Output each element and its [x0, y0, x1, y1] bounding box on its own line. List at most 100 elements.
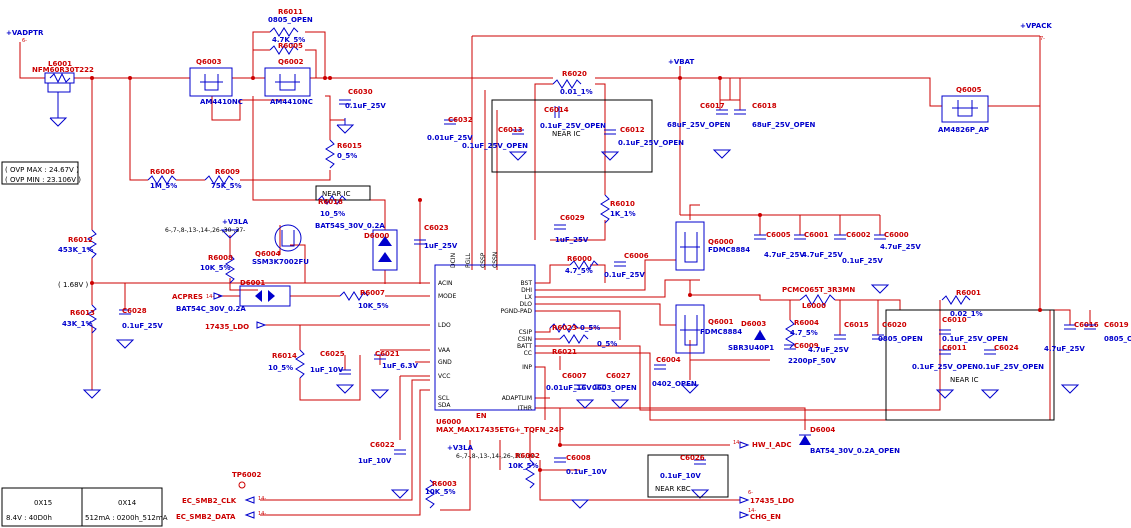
ic-pin-label: BATT: [517, 343, 532, 350]
svg-text:BAT54S_30V_0.2A: BAT54S_30V_0.2A: [315, 222, 385, 230]
diode-d6004: D6004 BAT54_30V_0.2A_OPEN: [799, 426, 900, 455]
component-ref: C6009: [794, 342, 819, 350]
ovp-max: ( OVP MAX : 24.67V ): [5, 166, 79, 174]
resistor-symbol: [339, 291, 369, 301]
component-value: 0.01_1%: [560, 88, 593, 96]
component-value: 0.1uF_25V: [122, 322, 163, 330]
mosfet-q6005: Q6005 AM4826P_AP: [938, 86, 989, 134]
net-v3la-refs: 6-,7-,8-,13-,14-,26-,30-,37-: [456, 453, 536, 460]
svg-text:L6000: L6000: [802, 302, 826, 310]
svg-text:D6004: D6004: [810, 426, 835, 434]
component-value: 0.1uF_25V_OPEN: [942, 335, 1008, 343]
component-ref: R6000: [567, 255, 592, 263]
component-ref: C6004: [656, 356, 681, 364]
resistor-symbol: [325, 139, 335, 169]
ic-pin-label: GND: [438, 359, 452, 366]
component-ref: R6020: [562, 70, 587, 78]
component-ref: C6018: [752, 102, 777, 110]
capacitor-c6025: C6025 1uF_10V: [310, 350, 351, 375]
component-value: 4.7_5%: [790, 329, 818, 337]
component-value: 10_5%: [320, 210, 345, 218]
flag-arrow-icon: [256, 321, 267, 329]
table-head: 0X15: [34, 499, 52, 507]
ground-icon: [49, 110, 68, 127]
resistor-symbol: [269, 45, 299, 55]
net-v3la: +V3LA: [222, 218, 249, 226]
ic-pin-label: BST: [521, 280, 533, 287]
component-value: 4.7uF_25V: [764, 251, 805, 259]
ground-icon: [335, 384, 355, 394]
ic-pin-label: VCC: [438, 373, 450, 380]
svg-text:6-: 6-: [22, 38, 27, 44]
ic-pin-label: SDA: [438, 402, 451, 409]
svg-text:D6000: D6000: [364, 232, 389, 240]
ic-pin-label: ADAPTLIM: [502, 395, 532, 402]
component-ref: C6022: [370, 441, 395, 449]
component-value: 0.01uF_16V: [546, 384, 592, 392]
ground-icon: [935, 389, 955, 399]
ground-icon: [680, 384, 700, 394]
resistor-symbol: [87, 229, 97, 259]
svg-text:14-: 14-: [258, 511, 266, 517]
component-value: 43K_1%: [62, 320, 93, 328]
component-value: 4.7uF_25V: [1044, 345, 1085, 353]
component-ref: C6000: [884, 231, 909, 239]
net-smb-clk: EC_SMB2_CLK: [182, 497, 237, 505]
component-value: 1uF_25V: [424, 242, 458, 250]
ic-part-name: MAX_MAX17435ETG+_TQFN_24P: [436, 426, 564, 434]
component-ref: C6029: [560, 214, 585, 222]
component-value: 0805_OPEN: [1104, 335, 1131, 343]
net-ldo: 17435_LDO: [205, 323, 249, 331]
component-ref: C6023: [424, 224, 449, 232]
component-ref: C6019: [1104, 321, 1129, 329]
component-ref: C6007: [562, 372, 587, 380]
resistor-symbol: [147, 175, 177, 185]
resistor-symbol: [425, 479, 435, 509]
component-ref: C6025: [320, 350, 345, 358]
component-value: 0.01uF_25V: [427, 134, 473, 142]
svg-text:Q6004: Q6004: [255, 250, 281, 258]
component-ref: R6010: [610, 200, 635, 208]
net-vbat: +VBAT: [668, 58, 694, 66]
component-value: 0.1uF_25V: [345, 102, 386, 110]
component-value: 68uF_25V_OPEN: [667, 121, 731, 129]
ic-pin-label: CSIP: [519, 329, 533, 336]
svg-text:FDMC8884: FDMC8884: [700, 328, 742, 336]
near-ic-box: [491, 99, 653, 173]
component-value: 1uF_10V: [310, 366, 344, 374]
ground-icon: [870, 284, 890, 294]
ground-icon: [1060, 384, 1080, 394]
component-value: 0_5%: [580, 324, 600, 332]
svg-text:L6001: L6001: [48, 60, 72, 68]
capacitor-c6019: C6019 0805_OPEN: [1084, 321, 1131, 343]
inductor-l6000: PCMC065T_3R3MN L6000: [782, 286, 855, 310]
ovp-box: ( OVP MAX : 24.67V ) ( OVP MIN : 23.106V…: [1, 161, 81, 185]
component-ref: C6028: [122, 307, 147, 315]
component-value: 0.1uF_25V: [604, 271, 645, 279]
component-value: 0.1uF_25V_OPEN: [462, 142, 528, 150]
diode-d6003: D6003 SBR3U40P1: [728, 320, 774, 352]
flag-arrow-icon: [739, 441, 750, 449]
net-labels: +VADPTR 6- +VPACK 7- +VBAT +V3LA 6-,7-,8…: [6, 22, 1052, 521]
component-ref: C6012: [620, 126, 645, 134]
component-ref: R6018: [318, 198, 343, 206]
ground-icon: [600, 151, 620, 161]
svg-text:Q6005: Q6005: [956, 86, 982, 94]
ic-pin-label: DLO: [520, 301, 533, 308]
component-ref: R6023: [552, 324, 577, 332]
